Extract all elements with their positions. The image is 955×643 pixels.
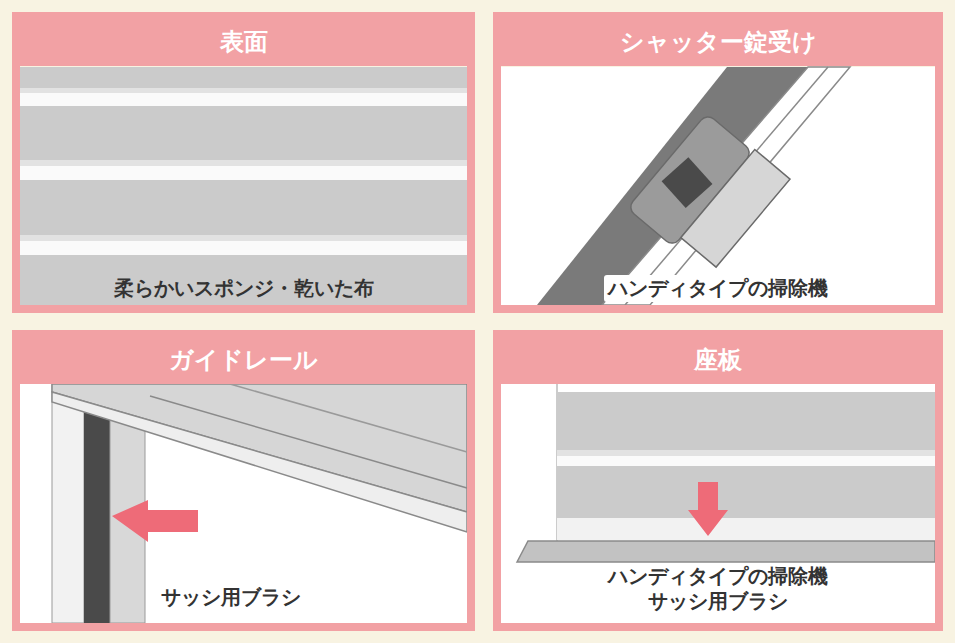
panel-heading: ガイドレール — [19, 337, 468, 384]
pointer-arrow — [688, 482, 728, 536]
pointer-arrow — [112, 500, 198, 542]
cleaning-tool-label: 柔らかいスポンジ・乾いた布 — [110, 275, 378, 302]
seat-board — [501, 384, 935, 623]
shutter-surface — [20, 67, 467, 305]
guide-rail — [20, 384, 467, 623]
panel-heading: 表面 — [19, 19, 468, 66]
cleaning-tool-label: サッシ用ブラシ — [157, 584, 305, 611]
panel-box: シャッター錠受けハンディタイプの掃除機 — [493, 12, 943, 313]
panel-box: 表面柔らかいスポンジ・乾いた布 — [12, 12, 475, 313]
cleaning-tool-label: ハンディタイプの掃除機 サッシ用ブラシ — [598, 563, 838, 615]
panel-heading: 座板 — [500, 337, 936, 384]
panel-box: ガイドレールサッシ用ブラシ — [12, 330, 475, 631]
lock-receiver — [501, 67, 935, 305]
panel-heading: シャッター錠受け — [500, 19, 936, 66]
cleaning-tool-label: ハンディタイプの掃除機 — [604, 275, 832, 302]
panel-box: 座板ハンディタイプの掃除機 サッシ用ブラシ — [493, 330, 943, 631]
